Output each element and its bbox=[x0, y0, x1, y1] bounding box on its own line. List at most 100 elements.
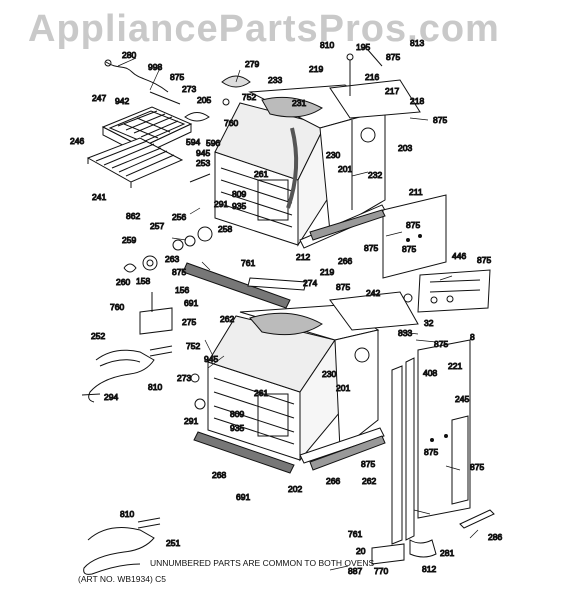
part-label-862: 862 bbox=[126, 211, 140, 221]
part-label-280: 280 bbox=[122, 50, 136, 60]
part-label-231: 231 bbox=[292, 98, 306, 108]
part-label-281: 281 bbox=[440, 548, 454, 558]
part-label-875: 875 bbox=[433, 115, 447, 125]
art-number: (ART NO. WB1934) C5 bbox=[78, 574, 167, 584]
part-label-945: 945 bbox=[196, 148, 210, 158]
part-label-752: 752 bbox=[186, 341, 200, 351]
side-panel-upper bbox=[382, 194, 447, 279]
part-label-809: 809 bbox=[232, 189, 246, 199]
part-label-691: 691 bbox=[236, 492, 250, 502]
part-label-875: 875 bbox=[172, 267, 186, 277]
small-parts-lower bbox=[81, 373, 206, 410]
top-bracket-lower bbox=[329, 291, 419, 331]
part-label-813: 813 bbox=[410, 38, 424, 48]
part-label-247: 247 bbox=[92, 93, 106, 103]
bake-element-lower bbox=[88, 345, 173, 403]
part-label-809: 809 bbox=[230, 409, 244, 419]
part-labels: 280 998 875 279 273 942 247 205 752 233 … bbox=[70, 38, 503, 577]
part-label-266: 266 bbox=[338, 256, 352, 266]
part-label-875: 875 bbox=[424, 447, 438, 457]
part-label-875: 875 bbox=[470, 462, 484, 472]
side-rails bbox=[391, 339, 471, 545]
part-label-256: 256 bbox=[172, 212, 186, 222]
part-label-158: 158 bbox=[136, 276, 150, 286]
part-label-242: 242 bbox=[366, 288, 380, 298]
part-label-875: 875 bbox=[386, 52, 400, 62]
part-label-268: 268 bbox=[212, 470, 226, 480]
part-label-260: 260 bbox=[116, 277, 130, 287]
oven-cavity-lower bbox=[207, 315, 341, 462]
part-label-274: 274 bbox=[303, 278, 317, 288]
leader-lines bbox=[117, 57, 479, 571]
trim-strips-lower bbox=[193, 431, 386, 474]
top-bracket-upper bbox=[329, 49, 421, 119]
part-label-275: 275 bbox=[182, 317, 196, 327]
part-label-261: 261 bbox=[254, 388, 268, 398]
part-label-8: 8 bbox=[470, 332, 475, 342]
part-label-212: 212 bbox=[296, 252, 310, 262]
part-label-691: 691 bbox=[184, 298, 198, 308]
part-label-810: 810 bbox=[148, 382, 162, 392]
part-label-219: 219 bbox=[320, 267, 334, 277]
part-label-446: 446 bbox=[452, 251, 466, 261]
part-label-760: 760 bbox=[224, 118, 238, 128]
part-label-251: 251 bbox=[166, 538, 180, 548]
part-label-291: 291 bbox=[184, 416, 198, 426]
part-label-273: 273 bbox=[182, 84, 196, 94]
part-label-875-side: 875 bbox=[402, 244, 416, 254]
part-label-833: 833 bbox=[398, 328, 412, 338]
part-label-887: 887 bbox=[348, 566, 362, 576]
part-label-810: 810 bbox=[320, 40, 334, 50]
part-label-201: 201 bbox=[338, 164, 352, 174]
part-label-998: 998 bbox=[148, 62, 162, 72]
trim-strips-upper bbox=[182, 209, 386, 309]
part-label-770: 770 bbox=[374, 566, 388, 576]
part-label-218: 218 bbox=[410, 96, 424, 106]
part-label-942: 942 bbox=[115, 96, 129, 106]
part-label-266: 266 bbox=[326, 476, 340, 486]
meat-probe bbox=[104, 59, 181, 105]
part-label-253: 253 bbox=[196, 158, 210, 168]
part-label-945: 945 bbox=[204, 354, 218, 364]
small-parts-upper bbox=[123, 173, 213, 335]
part-label-205: 205 bbox=[197, 95, 211, 105]
broil-element bbox=[83, 517, 161, 575]
part-label-273: 273 bbox=[177, 373, 191, 383]
part-label-875: 875 bbox=[336, 282, 350, 292]
part-label-935: 935 bbox=[232, 201, 246, 211]
part-label-203: 203 bbox=[398, 143, 412, 153]
part-label-291: 291 bbox=[214, 199, 228, 209]
part-label-257: 257 bbox=[150, 221, 164, 231]
part-label-246: 246 bbox=[70, 136, 84, 146]
part-label-230: 230 bbox=[322, 369, 336, 379]
part-label-875: 875 bbox=[170, 72, 184, 82]
part-label-286: 286 bbox=[488, 532, 502, 542]
part-label-262: 262 bbox=[362, 476, 376, 486]
part-label-263: 263 bbox=[165, 254, 179, 264]
part-label-217: 217 bbox=[385, 86, 399, 96]
vent-bracket bbox=[417, 269, 491, 313]
part-label-875: 875 bbox=[434, 339, 448, 349]
part-label-752: 752 bbox=[242, 92, 256, 102]
part-label-20: 20 bbox=[356, 546, 366, 556]
footnote: UNNUMBERED PARTS ARE COMMON TO BOTH OVEN… bbox=[150, 558, 375, 568]
part-label-594: 594 bbox=[186, 137, 200, 147]
part-label-875: 875 bbox=[406, 220, 420, 230]
upper-oven-assembly bbox=[86, 49, 491, 335]
part-label-810: 810 bbox=[120, 509, 134, 519]
part-label-201: 201 bbox=[336, 383, 350, 393]
part-label-211: 211 bbox=[409, 187, 423, 197]
part-label-279: 279 bbox=[245, 59, 259, 69]
part-label-761: 761 bbox=[241, 258, 255, 268]
part-label-221: 221 bbox=[448, 361, 462, 371]
part-label-262: 262 bbox=[220, 314, 234, 324]
part-label-812: 812 bbox=[422, 564, 436, 574]
part-label-875: 875 bbox=[477, 255, 491, 265]
part-label-195: 195 bbox=[356, 42, 370, 52]
part-label-216: 216 bbox=[365, 72, 379, 82]
part-label-259: 259 bbox=[122, 235, 136, 245]
watermark: AppliancePartsPros.com bbox=[28, 8, 500, 50]
part-label-202: 202 bbox=[288, 484, 302, 494]
part-label-261: 261 bbox=[254, 169, 268, 179]
